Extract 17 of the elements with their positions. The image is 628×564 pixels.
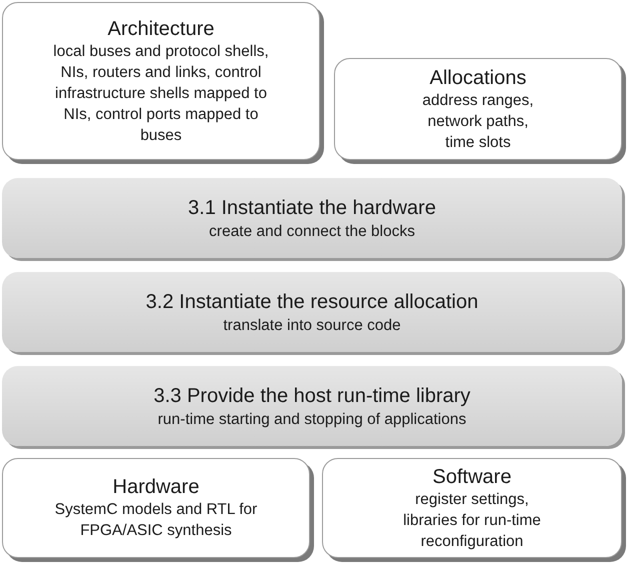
box-heading: 3.2 Instantiate the resource allocation bbox=[146, 290, 478, 315]
box-heading: Hardware bbox=[112, 475, 200, 499]
process-band bbox=[2, 178, 622, 258]
box-description: address ranges, network paths, time slots bbox=[421, 90, 535, 152]
process-band bbox=[2, 272, 622, 352]
box-heading: 3.1 Instantiate the hardware bbox=[188, 196, 436, 221]
box-heading: Architecture bbox=[108, 16, 214, 40]
box-description: register settings, libraries for run-time reconfiguration bbox=[402, 490, 542, 552]
box-description: create and connect the blocks bbox=[209, 222, 415, 242]
box-heading: 3.3 Provide the host run-time library bbox=[154, 384, 470, 409]
process-band bbox=[2, 366, 622, 446]
box-heading: Software bbox=[432, 464, 512, 488]
box-description: local buses and protocol shells, NIs, routers and links, control infrastructure shells mapped to NIs, control ports mapped to buses bbox=[52, 42, 270, 146]
box-heading: Allocations bbox=[430, 66, 526, 90]
box-description: run-time starting and stopping of applications bbox=[158, 410, 466, 430]
box-description: translate into source code bbox=[223, 316, 401, 336]
box-description: SystemC models and RTL for FPGA/ASIC synthesis bbox=[54, 500, 258, 541]
